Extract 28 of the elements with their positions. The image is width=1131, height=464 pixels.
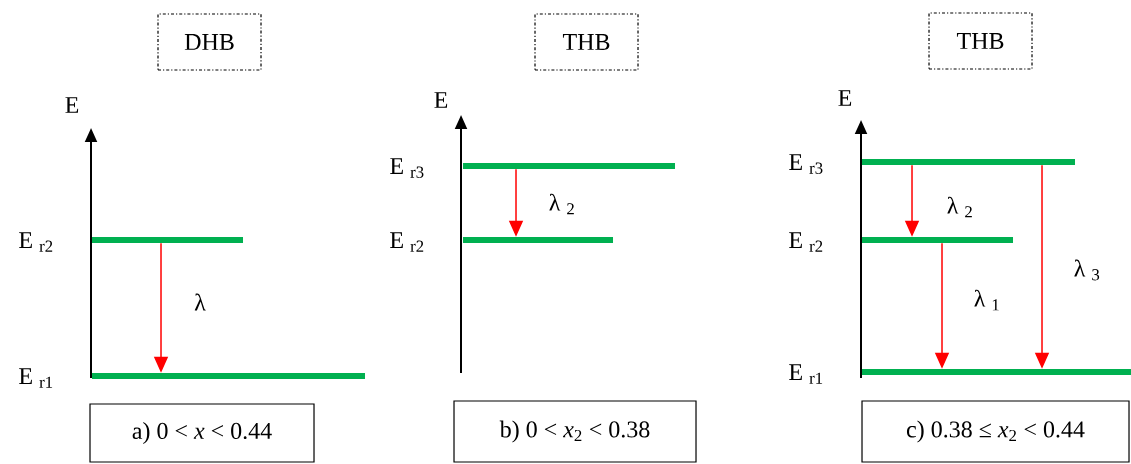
energy-level [463, 163, 675, 169]
energy-level [862, 159, 1075, 165]
level-label: E $_{r1}$ [19, 368, 53, 388]
energy-level [463, 237, 613, 243]
level-label: E $_{r3}$ [789, 154, 823, 174]
edge-label: λ $_{1}$ [972, 288, 1002, 312]
level-label: E $_{r2}$ [390, 232, 424, 252]
energy-level [92, 237, 243, 243]
energy-level [92, 373, 365, 379]
edge-label: λ $_{2}$ [945, 195, 975, 219]
level-label: E $_{r3}$ [390, 158, 424, 178]
caption-box: a) 0 < x < 0.44 [89, 403, 315, 463]
edge-label: λ $_{3}$ [1072, 258, 1102, 282]
axis-label: E [838, 90, 852, 106]
axis-label: E [65, 97, 79, 113]
edge-label: λ [193, 292, 207, 312]
level-label: E $_{r2}$ [789, 232, 823, 252]
axis-label: E [434, 92, 448, 108]
title-box: DHB [157, 13, 262, 71]
edge-label: λ $_{2}$ [547, 192, 577, 216]
energy-level [862, 369, 1131, 375]
title-box: THB [534, 13, 639, 71]
title-box: THB [928, 12, 1033, 70]
energy-level [862, 237, 1013, 243]
level-label: E $_{r1}$ [789, 364, 823, 384]
level-label: E $_{r2}$ [19, 232, 53, 252]
caption-box: c) 0.38 ≤ x$_{2}$ < 0.44 [861, 400, 1130, 463]
caption-box: b) 0 < x$_{2}$ < 0.38 [453, 400, 697, 463]
